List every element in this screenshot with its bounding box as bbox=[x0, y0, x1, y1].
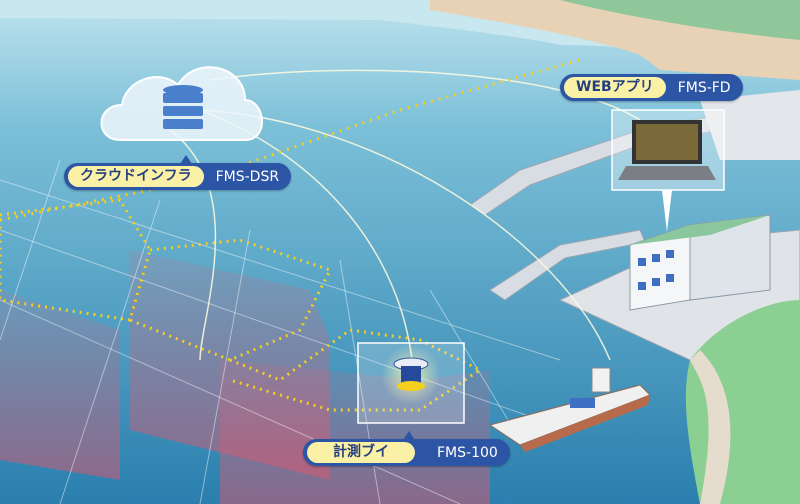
harbor-land bbox=[700, 90, 800, 160]
web-app-code: FMS-FD bbox=[677, 79, 731, 96]
laptop-icon bbox=[618, 120, 716, 180]
laptop-pointer bbox=[662, 190, 672, 232]
cloud-infra-code: FMS-DSR bbox=[215, 168, 280, 185]
web-app-tag: WEBアプリ bbox=[564, 77, 666, 98]
cliff bbox=[690, 350, 731, 504]
buoy-label: 計測ブイ FMS-100 bbox=[303, 431, 510, 466]
web-app-label: WEBアプリ FMS-FD bbox=[560, 74, 743, 101]
office-building bbox=[629, 214, 771, 311]
buoy-code: FMS-100 bbox=[437, 444, 498, 461]
cloud-infra-label: クラウドインフラ FMS-DSR bbox=[64, 155, 292, 190]
net-pen-1 bbox=[0, 290, 120, 480]
cloud-infra-tag: クラウドインフラ bbox=[68, 166, 204, 187]
boat bbox=[488, 367, 651, 452]
grid-lines bbox=[0, 159, 561, 504]
far-hill bbox=[560, 0, 800, 40]
float-lines bbox=[0, 58, 581, 412]
buoy-tag: 計測ブイ bbox=[307, 442, 415, 463]
buoy-icon bbox=[393, 357, 429, 391]
cloud-icon bbox=[100, 66, 263, 141]
